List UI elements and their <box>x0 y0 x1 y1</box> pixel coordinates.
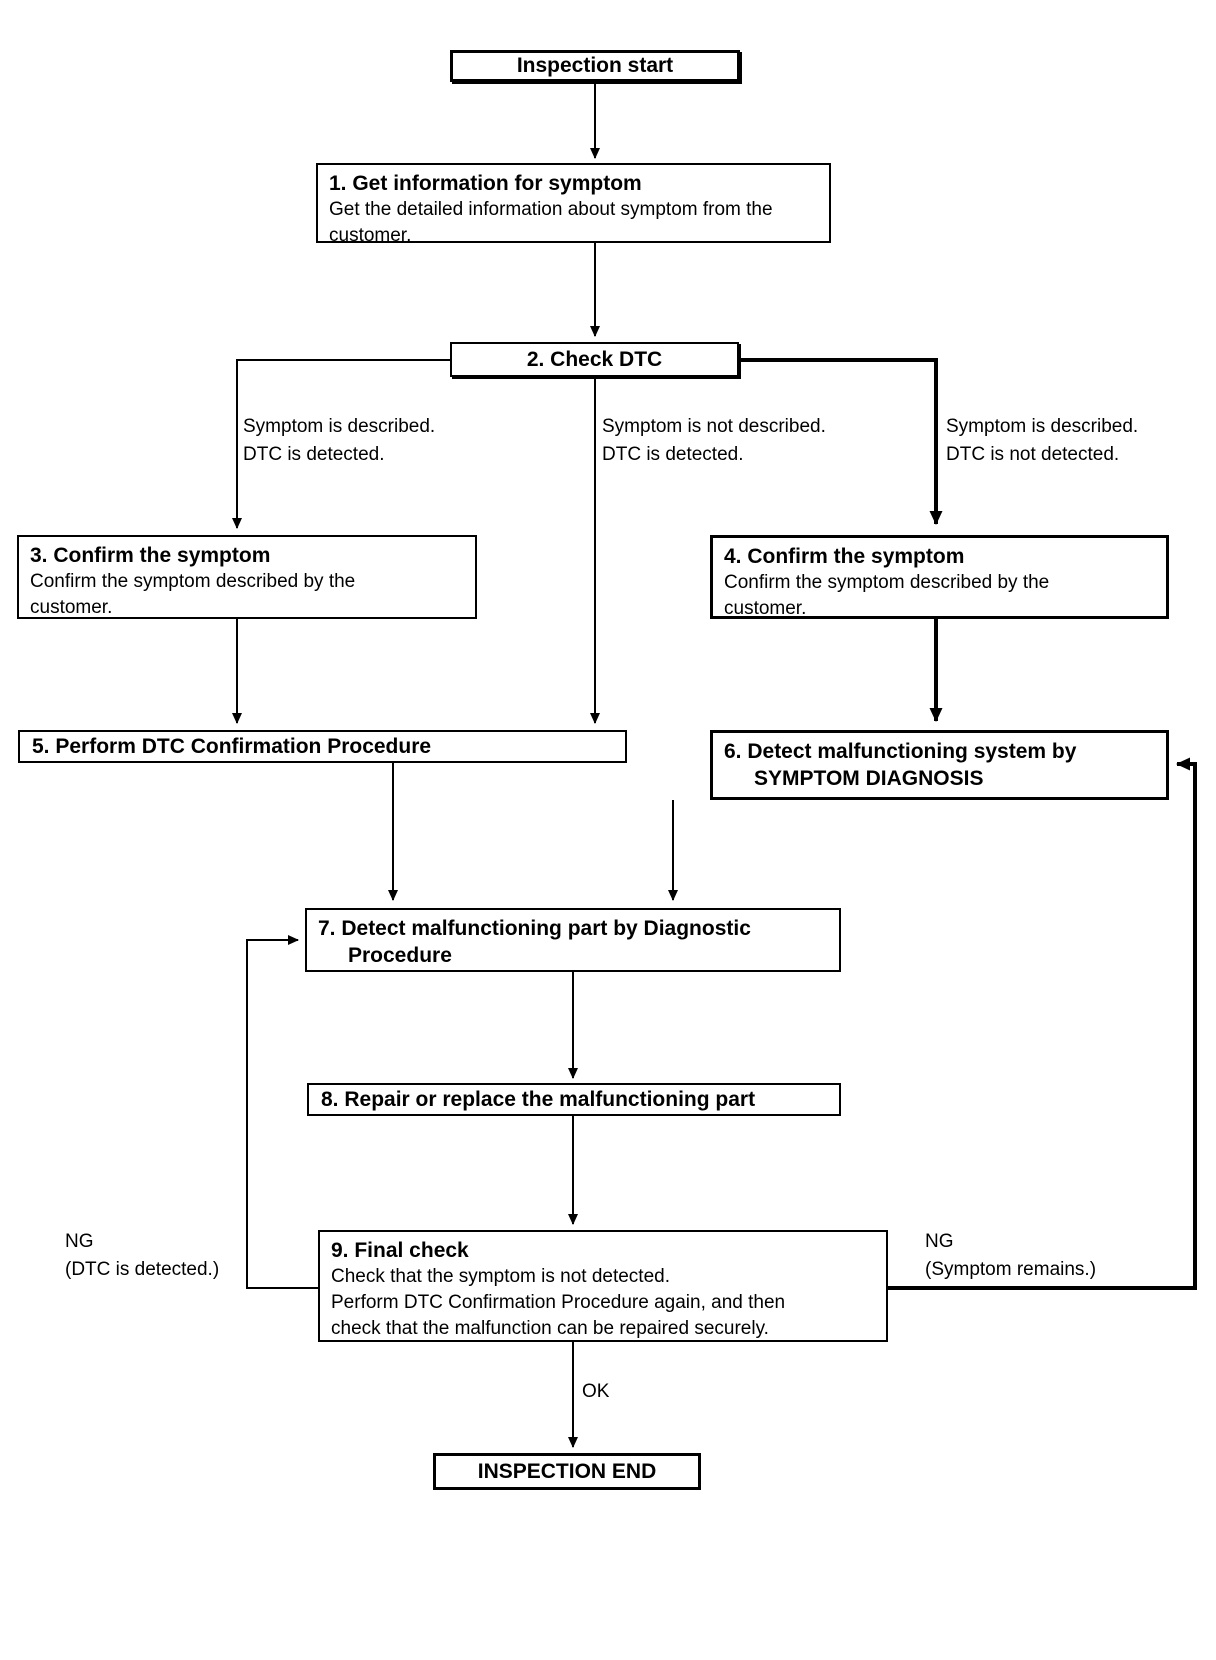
node-step-6: 6. Detect malfunctioning system by SYMPT… <box>710 730 1169 800</box>
step-9-title: 9. Final check <box>331 1239 469 1262</box>
step-4-body: Confirm the symptom described by the cus… <box>724 572 1050 619</box>
step-7-title-line2: Procedure <box>348 944 452 967</box>
node-inspection-end: INSPECTION END <box>433 1453 701 1490</box>
step-2-title: 2. Check DTC <box>526 347 663 371</box>
step-6-title-line2: SYMPTOM DIAGNOSIS <box>754 767 984 790</box>
step-8-title: 8. Repair or replace the malfunctioning … <box>321 1088 756 1111</box>
node-step-1: 1. Get information for symptom Get the d… <box>316 163 831 246</box>
edge-label-ok: OK <box>582 1381 610 1402</box>
step-6-title: 6. Detect malfunctioning system by <box>724 740 1077 763</box>
node-step-9: 9. Final check Check that the symptom is… <box>318 1230 888 1342</box>
edge-label-branch-middle: Symptom is not described. DTC is detecte… <box>602 416 826 465</box>
node-step-4: 4. Confirm the symptom Confirm the sympt… <box>710 535 1169 619</box>
edge-label-branch-right: Symptom is described. DTC is not detecte… <box>946 416 1139 465</box>
edge-label-ng-left: NG (DTC is detected.) <box>65 1231 220 1280</box>
inspection-end-label: INSPECTION END <box>477 1459 657 1483</box>
step-9-body: Check that the symptom is not detected. … <box>331 1266 786 1339</box>
step-4-title: 4. Confirm the symptom <box>724 545 965 568</box>
node-step-3: 3. Confirm the symptom Confirm the sympt… <box>17 535 477 619</box>
node-step-2: 2. Check DTC <box>450 342 739 377</box>
step-7-title: 7. Detect malfunctioning part by Diagnos… <box>318 917 751 940</box>
node-inspection-start: Inspection start <box>450 50 740 82</box>
edge-label-ng-right: NG (Symptom remains.) <box>925 1231 1097 1280</box>
node-step-8: 8. Repair or replace the malfunctioning … <box>307 1083 841 1116</box>
step-3-title: 3. Confirm the symptom <box>30 544 271 567</box>
step-1-title: 1. Get information for symptom <box>329 172 642 195</box>
step-1-body: Get the detailed information about sympt… <box>329 199 773 246</box>
step-3-body: Confirm the symptom described by the cus… <box>30 571 356 618</box>
node-step-7: 7. Detect malfunctioning part by Diagnos… <box>305 908 841 972</box>
edge-label-branch-left: Symptom is described. DTC is detected. <box>243 416 436 465</box>
step-5-title: 5. Perform DTC Confirmation Procedure <box>32 735 432 758</box>
node-step-5: 5. Perform DTC Confirmation Procedure <box>18 730 627 763</box>
inspection-start-label: Inspection start <box>516 54 674 77</box>
